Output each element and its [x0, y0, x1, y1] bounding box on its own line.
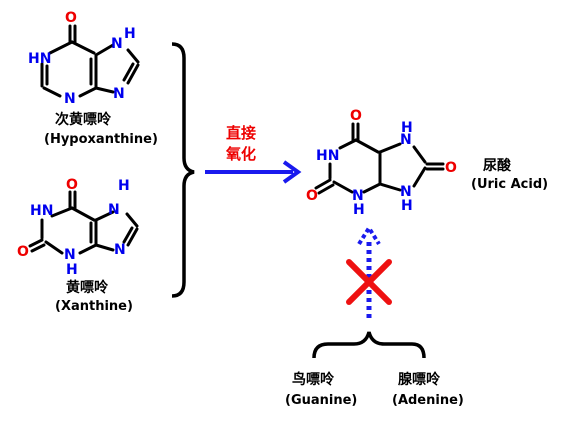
guanine-name-cn: 鸟嘌呤 — [292, 371, 335, 388]
hypoxanthine-name-en: (Hypoxanthine) — [44, 132, 158, 147]
xanthine-n9-label: N — [114, 242, 126, 258]
uric-acid-n9-label: N — [400, 184, 412, 200]
xanthine-n3-h-label: H — [66, 262, 78, 278]
xanthine-structure — [28, 190, 139, 255]
uric-acid-name-en: (Uric Acid) — [471, 177, 548, 192]
adenine-name-en: (Adenine) — [392, 393, 464, 408]
adenine-name-cn: 腺嘌呤 — [398, 371, 441, 388]
hypoxanthine-n3-label: N — [64, 91, 76, 107]
uric-acid-oxygen-6: O — [350, 108, 362, 124]
uric-acid-n1-label: HN — [316, 148, 339, 164]
xanthine-oxygen-2: O — [17, 244, 29, 260]
uric-acid-structure — [314, 122, 445, 195]
xanthine-n7-h-label: H — [118, 178, 130, 194]
xanthine-n3-label: N — [64, 247, 76, 263]
grouping-brace — [171, 42, 195, 298]
hypoxanthine-name-cn: 次黄嘌呤 — [55, 111, 112, 128]
xanthine-name-en: (Xanthine) — [55, 299, 133, 314]
hypoxanthine-n9-label: N — [113, 86, 125, 102]
uric-acid-oxygen-8: O — [445, 160, 457, 176]
uric-acid-name-cn: 尿酸 — [483, 157, 512, 174]
uric-acid-n3-h-label: H — [353, 202, 365, 218]
cross-icon — [346, 259, 392, 305]
uric-acid-n9-h-label: H — [401, 198, 413, 214]
hypoxanthine-structure — [40, 24, 140, 98]
bottom-brace — [312, 331, 426, 359]
xanthine-n7-label: N — [108, 202, 120, 218]
uric-acid-n3-label: N — [352, 188, 364, 204]
uric-acid-n7-h-label: H — [401, 120, 413, 136]
uric-acid-oxygen-2: O — [306, 188, 318, 204]
xanthine-oxygen-6: O — [66, 177, 78, 193]
hypoxanthine-n7-label: N — [111, 36, 123, 52]
hypoxanthine-n7-h-label: H — [124, 26, 136, 42]
xanthine-n1-label: HN — [30, 203, 53, 219]
reaction-label-line2: 氧化 — [225, 145, 256, 163]
hypoxanthine-n1-label: HN — [28, 51, 51, 67]
reaction-label-line1: 直接 — [226, 124, 256, 142]
xanthine-name-cn: 黄嘌呤 — [66, 279, 109, 296]
guanine-name-en: (Guanine) — [285, 393, 357, 408]
hypoxanthine-oxygen: O — [65, 10, 77, 26]
arrow-right-icon — [205, 160, 302, 184]
uric-acid-n7-label: N — [400, 132, 412, 148]
